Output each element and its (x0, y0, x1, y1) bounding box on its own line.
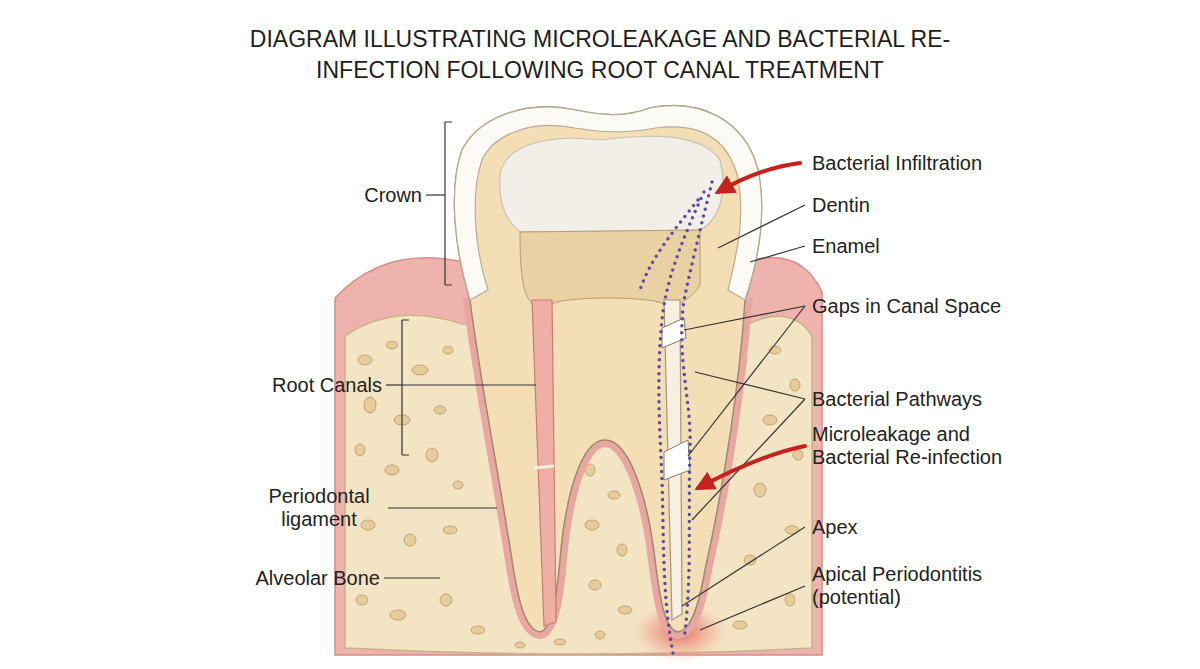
periodontal-ligament (454, 298, 761, 632)
alveolar-bone (364, 397, 376, 413)
part-label: Bacterial Pathways (812, 388, 982, 411)
alveolar-bone (763, 415, 777, 425)
part-label: Bacterial Infiltration (812, 152, 982, 175)
tooth (532, 300, 556, 626)
leader-lines (384, 577, 440, 578)
periodontal-ligament (454, 298, 761, 632)
alveolar-bone (361, 520, 375, 530)
part-label: Periodontal ligament (254, 485, 384, 531)
leader-lines (700, 586, 805, 630)
leader-lines (692, 399, 805, 520)
alveolar-bone (618, 606, 632, 614)
part-label: Crown (364, 184, 422, 207)
alveolar-bone (443, 526, 457, 534)
alveolar-bone (585, 520, 599, 530)
alveolar-bone (356, 595, 368, 605)
part-label: Apical Periodontitis (potential) (812, 563, 1027, 609)
alveolar-bone (443, 346, 453, 354)
alveolar-bone (617, 544, 627, 556)
alveolar-bone (426, 448, 438, 462)
part-label: Apex (812, 516, 858, 539)
part-label: Microleakage and Bacterial Re-infection (812, 423, 1027, 469)
alveolar-bone (793, 450, 803, 460)
tooth (454, 106, 761, 632)
tooth (534, 466, 554, 468)
leader-lines (445, 122, 452, 285)
alveolar-bone (790, 379, 800, 391)
alveolar-bone (785, 594, 795, 606)
alveolar-bone (595, 631, 605, 639)
leader-lines (688, 306, 805, 456)
leader-lines (388, 507, 497, 508)
canal-gaps (662, 318, 690, 480)
alveolar-bone (733, 621, 747, 629)
leader-lines (684, 306, 805, 330)
leader-lines (426, 194, 445, 195)
tooth (520, 230, 700, 304)
alveolar-bone (434, 406, 446, 414)
leader-lines (718, 205, 805, 248)
bacteria-trail (682, 182, 712, 640)
leader-lines (402, 384, 536, 385)
part-label: Alveolar Bone (255, 567, 380, 590)
alveolar-bone (355, 444, 365, 456)
diagram-title: DIAGRAM ILLUSTRATING MICROLEAKAGE AND BA… (190, 24, 1010, 86)
bacteria-trail (640, 182, 712, 658)
alveolar-bone (440, 594, 452, 606)
red-arrows (718, 163, 800, 192)
alveolar-bone (453, 481, 463, 489)
alveolar-bone (412, 365, 428, 375)
alveolar-bone (471, 626, 485, 634)
part-label: Gaps in Canal Space (812, 295, 1001, 318)
red-arrows (698, 446, 805, 488)
leader-lines (695, 372, 805, 399)
alveolar-bone (386, 341, 398, 349)
alveolar-bone (404, 534, 416, 546)
leader-lines (386, 384, 402, 385)
leader-lines (384, 122, 805, 630)
tooth (454, 106, 761, 632)
tooth (500, 136, 723, 232)
alveolar-bone (385, 465, 399, 475)
alveolar-bone (554, 639, 566, 645)
leader-lines (750, 246, 805, 262)
bacteria-trail (640, 200, 698, 290)
alveolar-bone (358, 355, 372, 365)
leader-lines (402, 320, 409, 455)
bacteria-trail (659, 192, 704, 658)
part-label: Enamel (812, 235, 880, 258)
part-label: Root Canals (272, 374, 382, 397)
canal-gaps (664, 440, 690, 480)
alveolar-bone (515, 642, 525, 648)
red-arrows (698, 163, 805, 488)
alveolar-bone (589, 580, 601, 590)
alveolar-bone (608, 491, 620, 499)
part-label: Dentin (812, 194, 870, 217)
alveolar-bone (754, 483, 766, 497)
alveolar-bone (390, 610, 406, 620)
